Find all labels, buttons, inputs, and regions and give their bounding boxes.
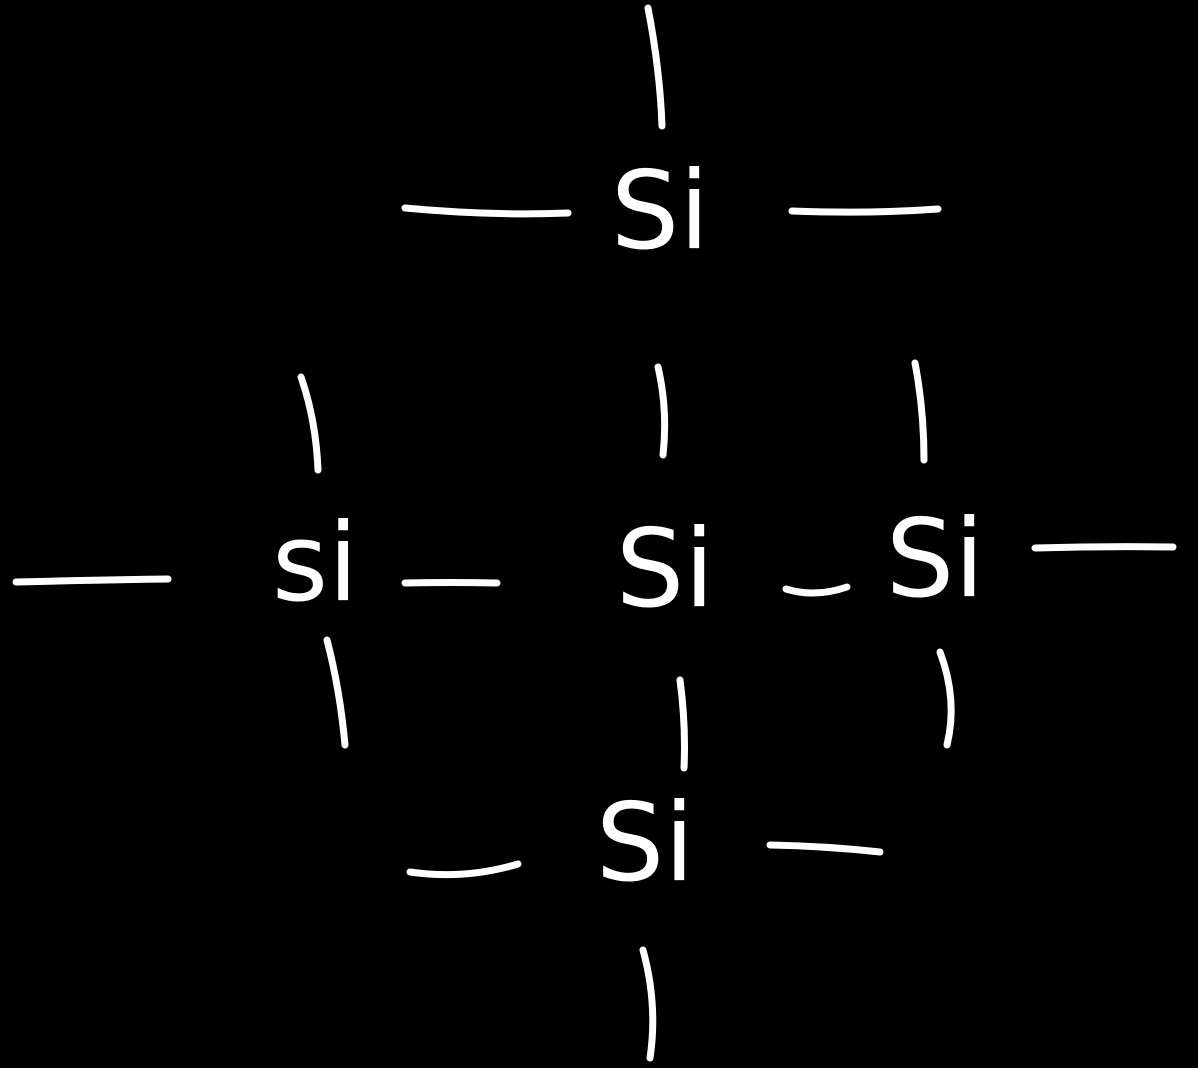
bond-left-center [401,579,501,587]
bond-bottom-left [406,860,522,879]
bond-right-down [936,648,955,749]
atom-label-left: si [272,501,358,626]
bond-right-up [911,359,928,464]
atom-group: Si si Si Si Si [272,149,984,906]
bond-group [12,4,1177,1062]
bond-top-left [401,204,572,218]
bond-left-left [12,575,172,586]
bond-bottom-right [766,841,884,856]
bond-center-bottom [676,676,688,772]
atom-label-right: Si [886,497,985,622]
atom-label-center: Si [616,507,715,632]
atom-label-top: Si [611,149,710,274]
bond-left-up [297,373,322,474]
bond-top-up [644,4,666,130]
bond-top-right [788,205,942,216]
bond-center-right [782,583,851,597]
bond-right-right [1031,543,1177,552]
atom-label-bottom: Si [596,781,695,906]
bond-bottom-down [639,946,657,1062]
bond-top-center [654,363,669,459]
bond-left-down [323,636,349,749]
